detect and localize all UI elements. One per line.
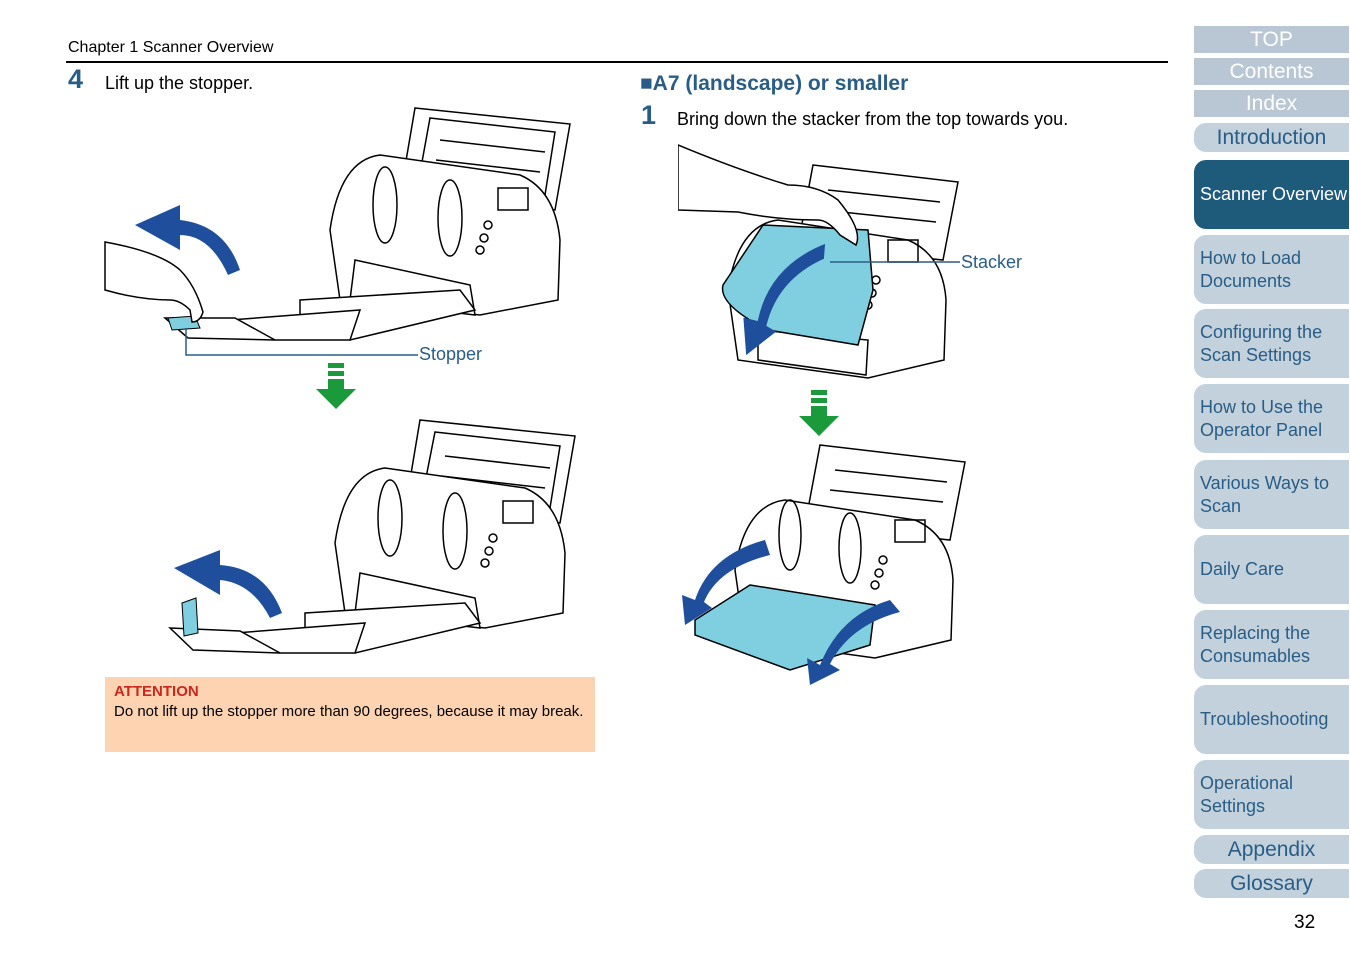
nav-tab-operational-settings[interactable]: Operational Settings: [1194, 760, 1349, 829]
header-rule: [66, 61, 1168, 63]
nav-tab-appendix[interactable]: Appendix: [1194, 835, 1349, 864]
stopper-callout: Stopper: [419, 344, 483, 364]
nav-tab-how-to-load-documents[interactable]: How to Load Documents: [1194, 235, 1349, 304]
nav-tab-configuring-scan-settings[interactable]: Configuring the Scan Settings: [1194, 309, 1349, 378]
nav-top-button[interactable]: TOP: [1194, 26, 1349, 53]
scanner-stopper-figure-1: [104, 107, 571, 356]
nav-tab-operator-panel[interactable]: How to Use the Operator Panel: [1194, 384, 1349, 453]
step-1-text: Bring down the stacker from the top towa…: [677, 109, 1069, 129]
nav-tab-glossary[interactable]: Glossary: [1194, 869, 1349, 898]
nav-contents-button[interactable]: Contents: [1194, 58, 1349, 85]
page-number: 32: [1294, 912, 1316, 933]
step-number-1: 1: [641, 100, 657, 130]
attention-box: ATTENTION Do not lift up the stopper mor…: [105, 677, 595, 752]
nav-tab-replacing-consumables[interactable]: Replacing the Consumables: [1194, 610, 1349, 679]
green-down-arrow-left: [316, 363, 356, 409]
nav-tab-various-ways-to-scan[interactable]: Various Ways to Scan: [1194, 460, 1349, 529]
nav-tab-scanner-overview[interactable]: Scanner Overview: [1194, 160, 1349, 229]
stacker-callout: Stacker: [961, 252, 1023, 272]
step-4-text: Lift up the stopper.: [105, 73, 254, 93]
green-down-arrow-right: [799, 390, 839, 436]
step-number-4: 4: [68, 64, 84, 94]
nav-tab-introduction[interactable]: Introduction: [1194, 123, 1349, 152]
scanner-stacker-figure-1: [678, 144, 960, 379]
nav-tab-daily-care[interactable]: Daily Care: [1194, 535, 1349, 604]
section-title: ■A7 (landscape) or smaller: [640, 72, 909, 95]
scanner-stacker-figure-2: [682, 444, 966, 685]
nav-index-button[interactable]: Index: [1194, 90, 1349, 117]
nav-tab-troubleshooting[interactable]: Troubleshooting: [1194, 685, 1349, 754]
attention-text: Do not lift up the stopper more than 90 …: [114, 703, 584, 720]
scanner-stopper-figure-2: [168, 419, 576, 654]
attention-title: ATTENTION: [114, 683, 199, 700]
chapter-header: Chapter 1 Scanner Overview: [68, 39, 274, 56]
